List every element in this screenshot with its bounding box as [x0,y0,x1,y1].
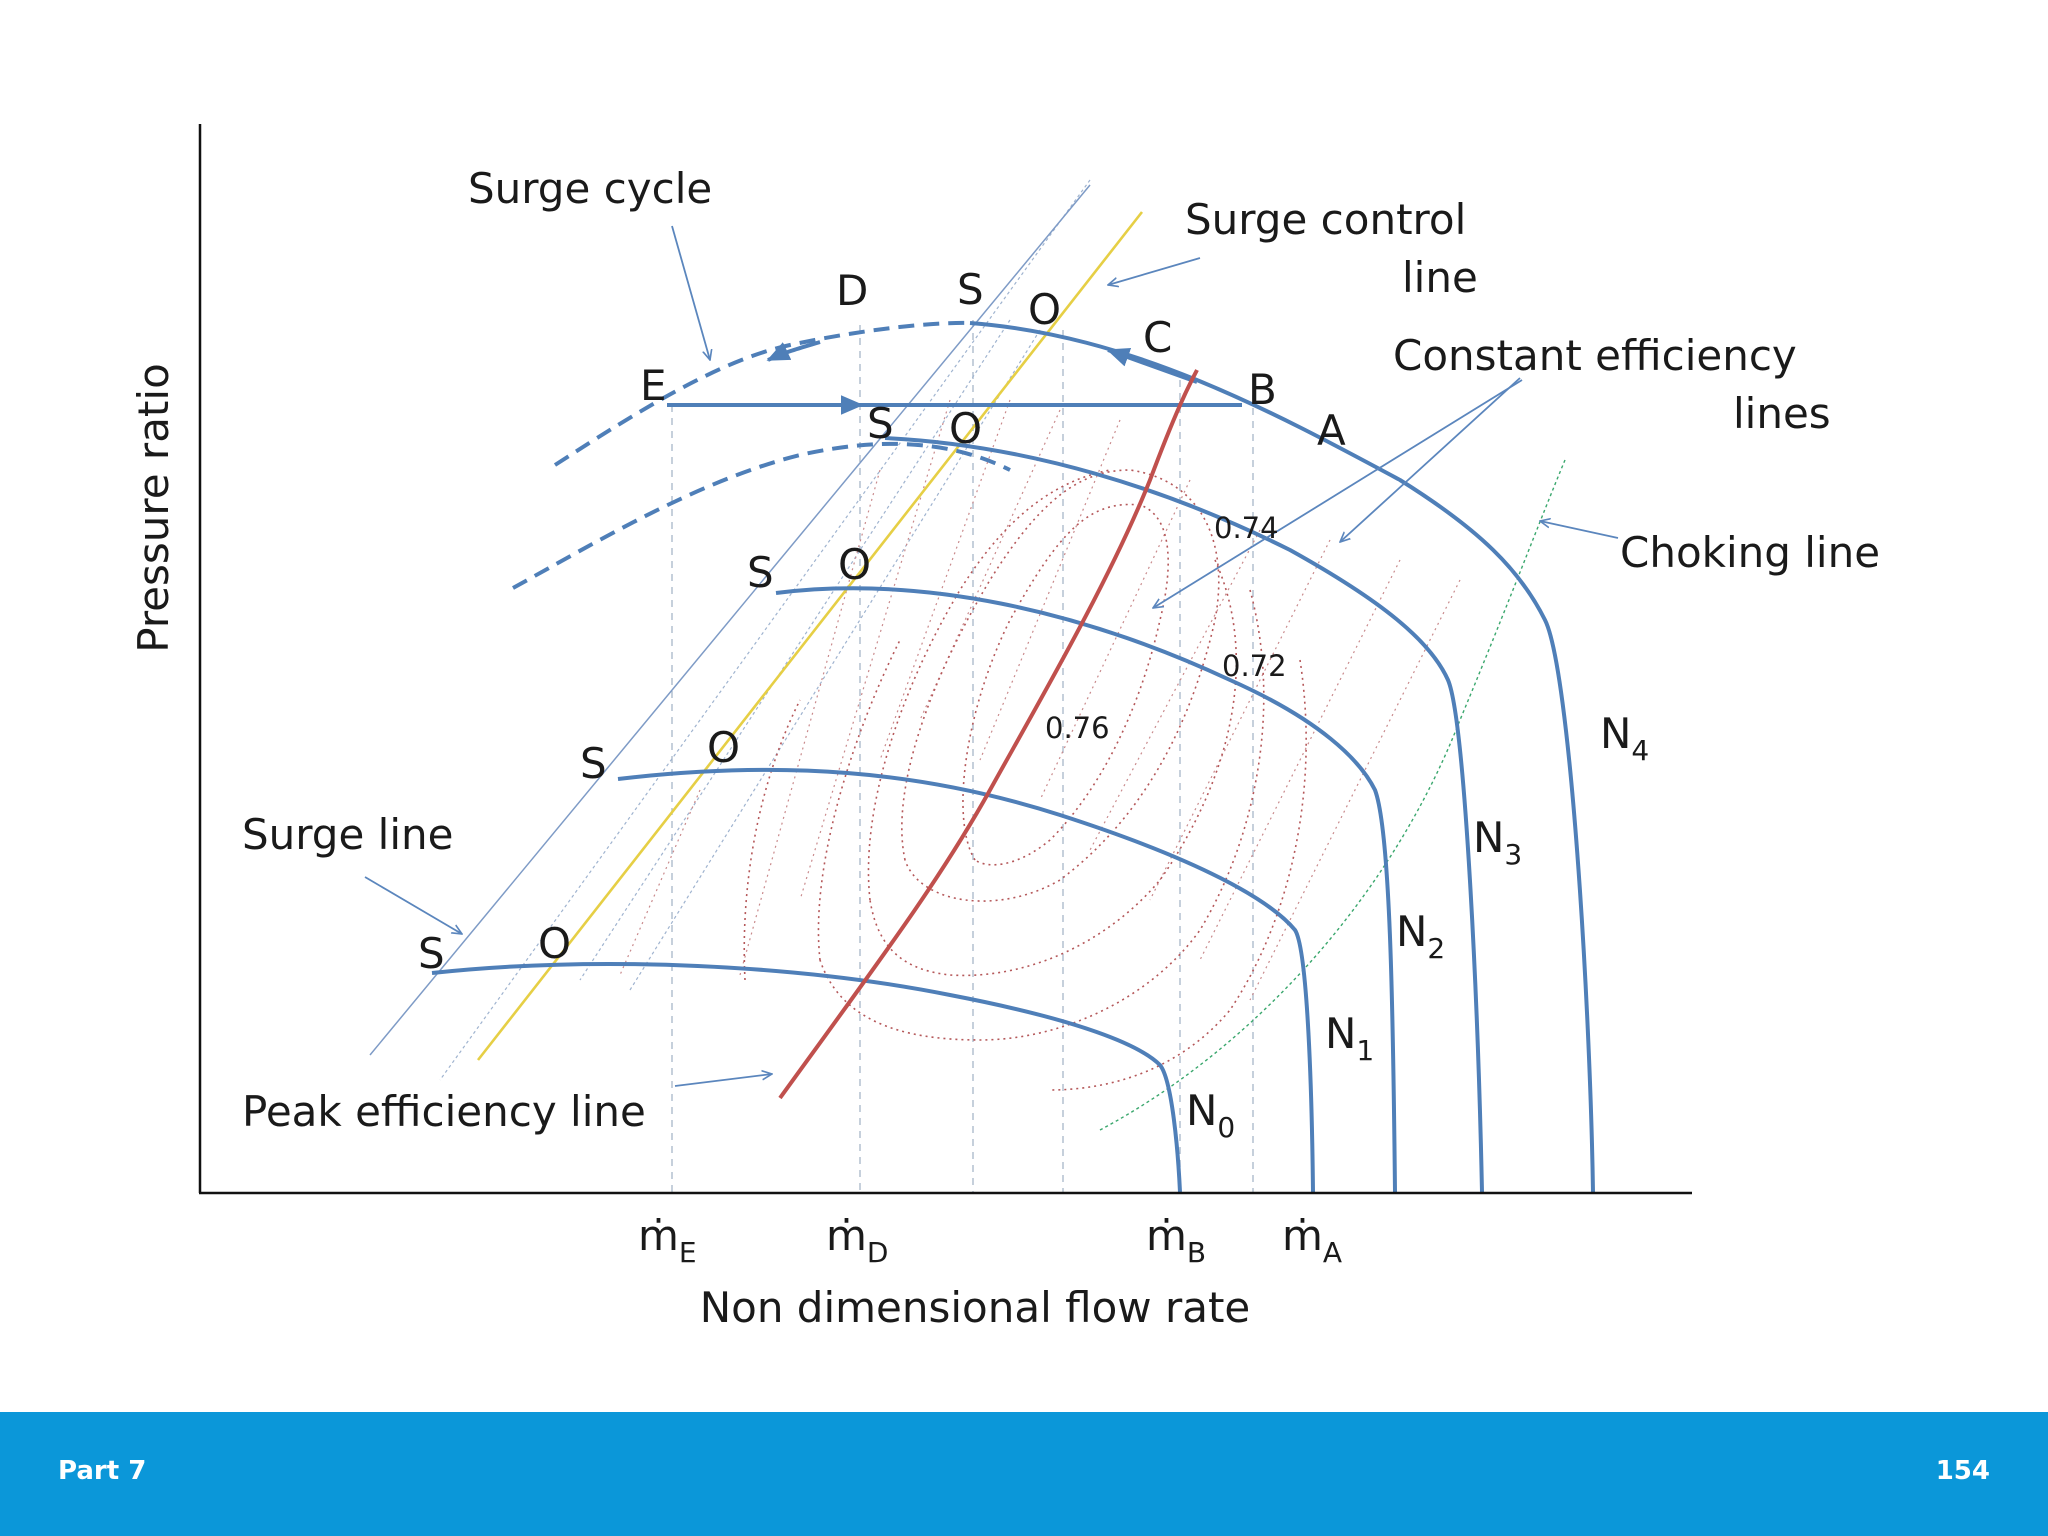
arrow-surge-line [364,876,462,934]
label-surge-line: Surge line [242,810,453,859]
point-o-n1: O [707,723,740,772]
efficiency-value-076: 0.76 [1045,711,1110,745]
point-o-n4: O [1028,285,1061,334]
point-s-n4: S [957,265,984,314]
speed-label-n1: N1 [1325,1009,1374,1067]
surge-cycle-curve-lower [512,441,1011,590]
speed-line-n3 [884,436,1484,1193]
label-const-eff-2: lines [1733,389,1831,438]
point-s-n0: S [418,929,445,978]
compressor-map-diagram: Surge cycle Surge control line Constant … [129,124,1880,1332]
diagonal-guide-rays [439,179,1091,1081]
x-tick-me: ṁE [638,1211,697,1269]
label-peak-eff-line: Peak efficiency line [242,1087,646,1136]
speed-label-n0: N0 [1186,1086,1235,1144]
point-c: C [1143,313,1172,362]
point-e: E [640,361,667,410]
surge-line-curve [369,184,1091,1056]
speed-label-n2: N2 [1396,907,1445,965]
footer-section-label: Part 7 [58,1456,147,1486]
x-axis-title: Non dimensional flow rate [700,1283,1251,1332]
contour-3 [867,469,1238,977]
efficiency-contours [743,469,1307,1091]
contour-076 [962,503,1169,866]
arrow-surge-cycle [671,225,710,360]
point-s-n3: S [867,399,894,448]
speed-label-n3: N3 [1473,813,1522,871]
x-tick-ma: ṁA [1282,1211,1342,1269]
point-d: D [836,266,868,315]
page-number: 154 [1935,1456,1990,1486]
speed-line-n0 [431,962,1182,1193]
flow-reference-lines [671,320,1254,1192]
point-b: B [1248,365,1277,414]
point-a: A [1317,406,1346,455]
speed-label-n4: N4 [1600,709,1649,767]
point-o-n0: O [538,919,571,968]
label-surge-cycle: Surge cycle [468,164,712,213]
label-surge-control-2: line [1402,253,1478,302]
peak-efficiency-line-curve [778,369,1199,1100]
point-s-n1: S [580,739,607,788]
speed-line-n1 [617,767,1315,1193]
point-o-n2: O [838,540,871,589]
arrow-peak-eff [674,1074,772,1087]
label-const-eff-1: Constant efficiency [1393,331,1797,380]
arrow-surge-control [1108,257,1201,285]
speed-lines [431,321,1595,1193]
contour-4 [817,589,1265,1041]
speed-line-n2 [775,586,1397,1193]
footer-bar: Part 7 154 [0,1412,2048,1536]
x-tick-md: ṁD [826,1211,888,1269]
annotation-arrows [364,225,1619,1087]
arrow-const-eff-1 [1340,377,1521,542]
surge-cycle-arrow-bc [1106,347,1198,384]
arrow-const-eff-2 [1153,379,1523,608]
contour-5 [743,659,1307,1091]
choking-line-curve [1099,459,1566,1131]
point-s-n2: S [747,548,774,597]
label-choking-line: Choking line [1620,528,1880,577]
surge-control-line-curve [476,211,1144,1061]
efficiency-value-074: 0.74 [1214,511,1279,545]
contour-2 [901,469,1220,902]
label-surge-control-1: Surge control [1185,195,1466,244]
x-tick-mb: ṁB [1146,1211,1206,1269]
arrow-choking [1540,521,1619,539]
efficiency-value-072: 0.72 [1222,649,1287,683]
point-o-n3: O [949,404,982,453]
speed-line-n4 [969,321,1595,1193]
y-axis-title: Pressure ratio [129,363,178,653]
surge-cycle-arrow-ed [766,340,821,362]
